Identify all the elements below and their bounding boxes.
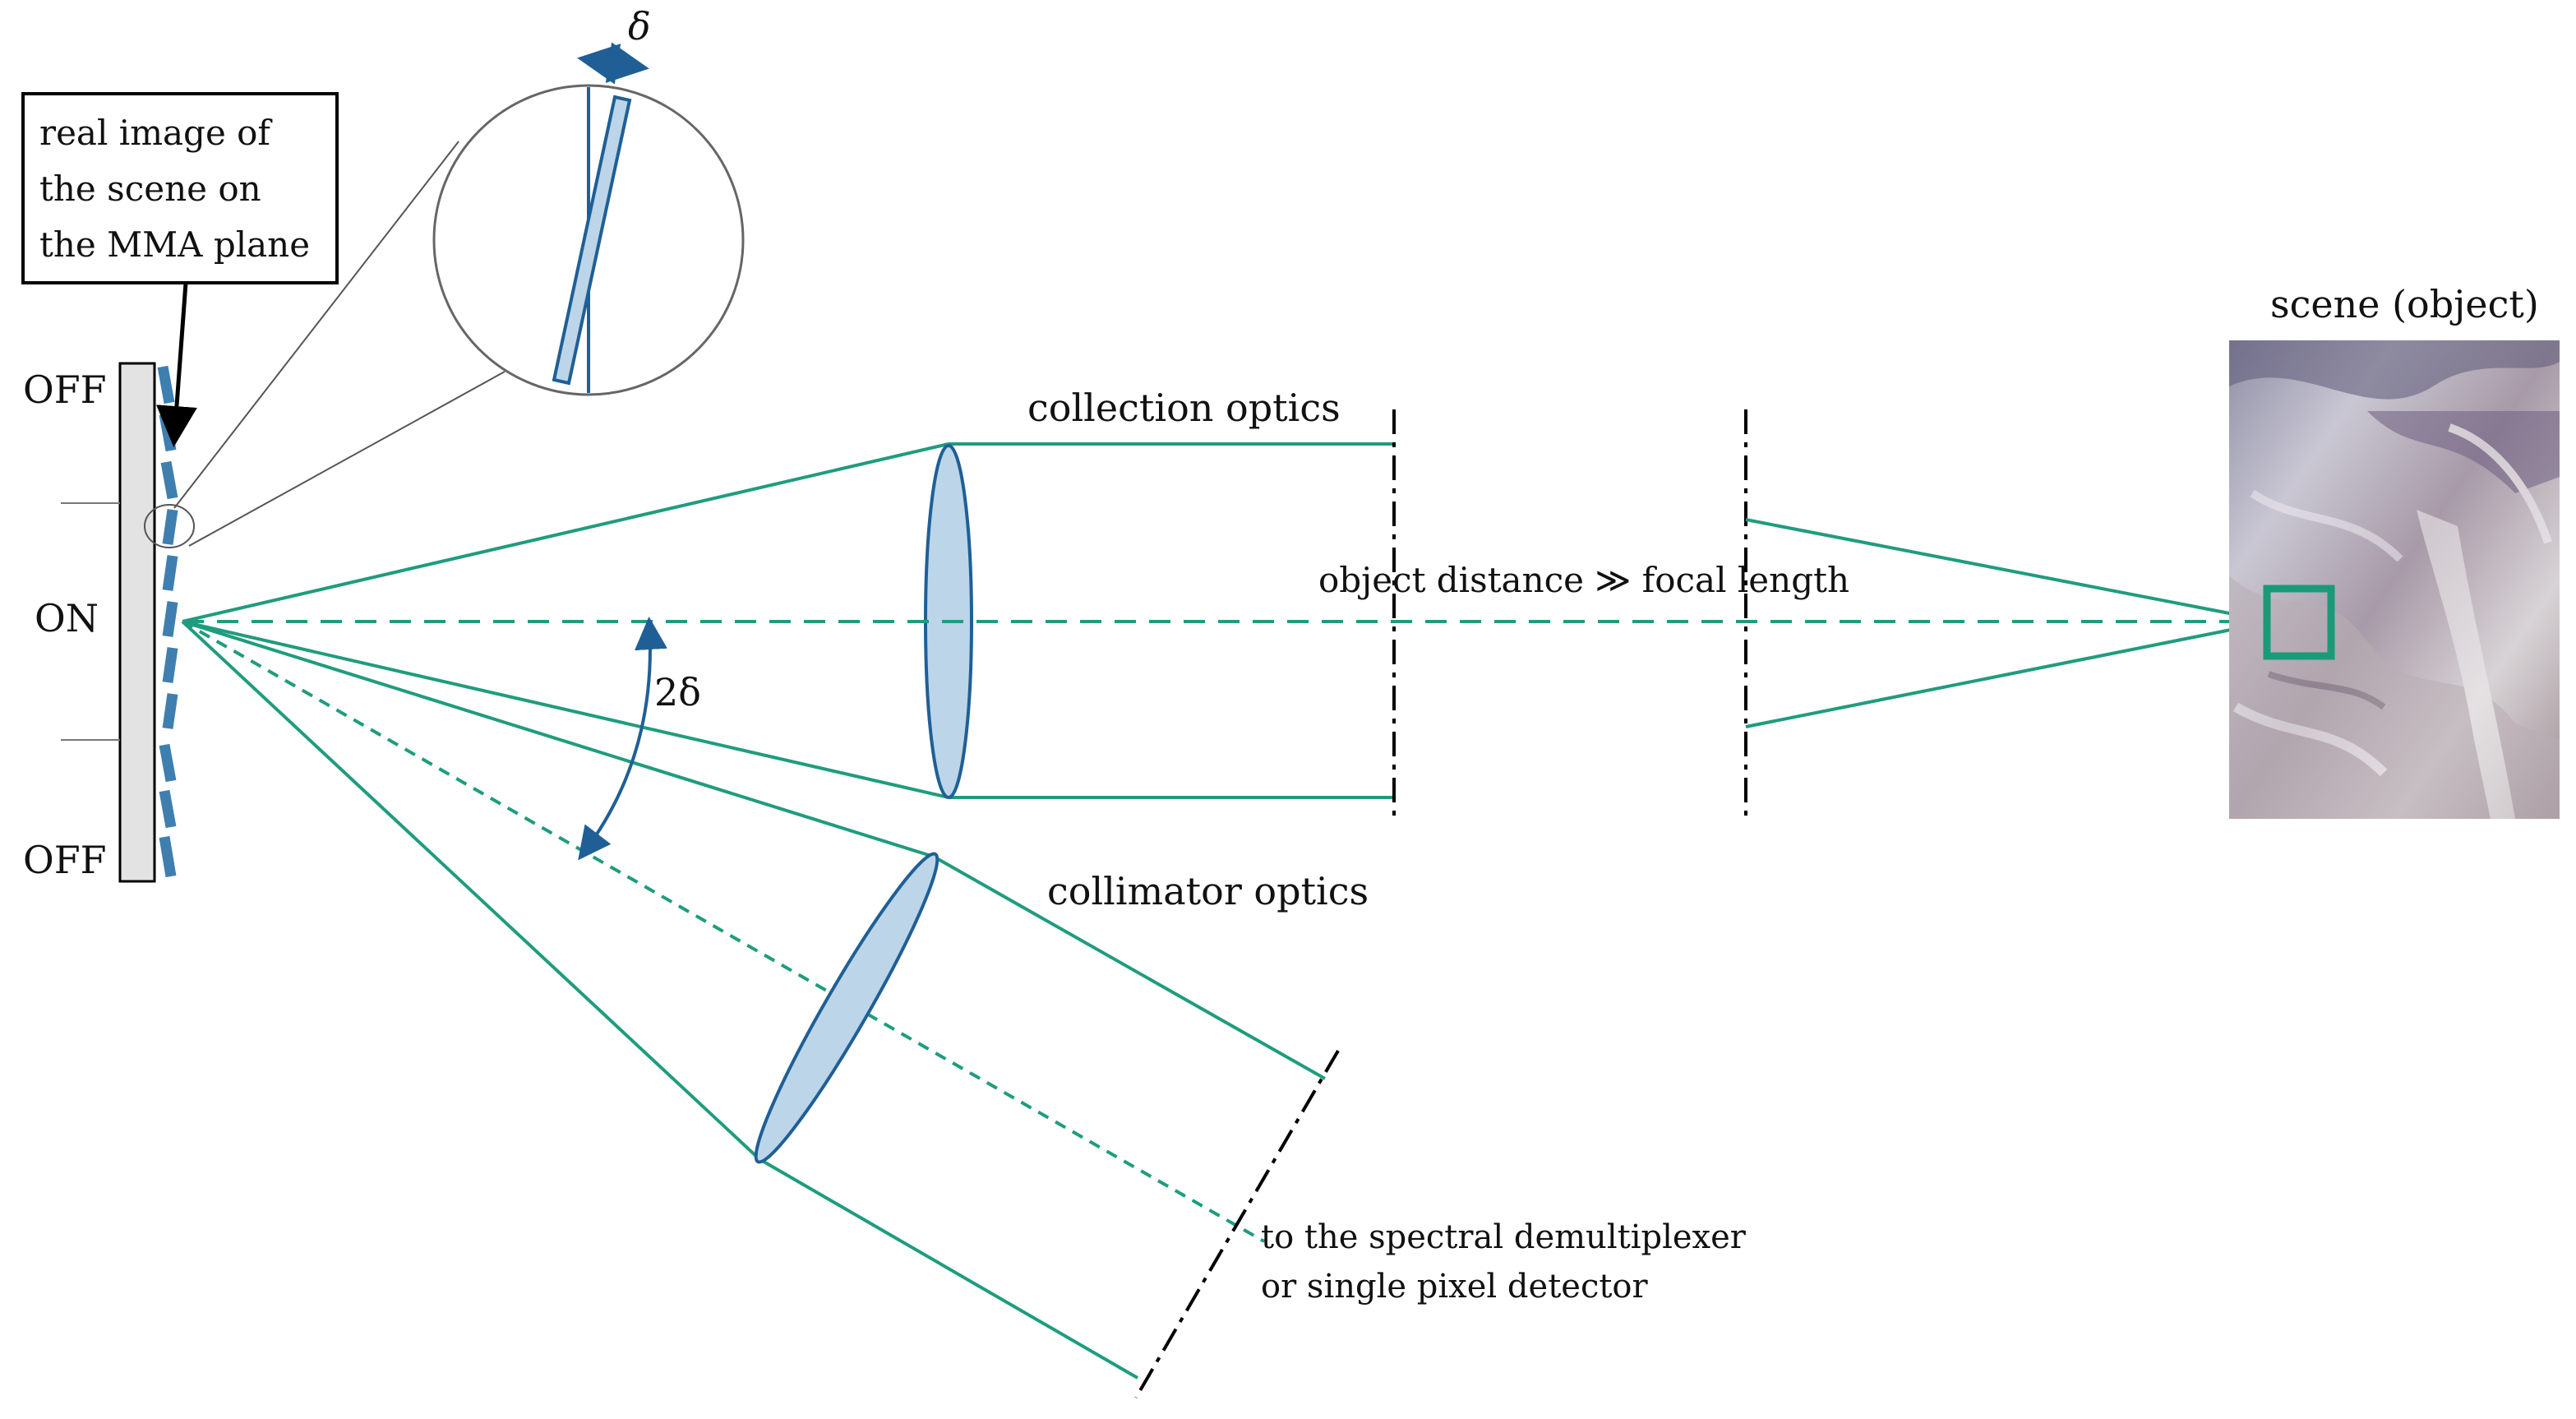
label-detector-2: or single pixel detector	[1261, 1268, 1649, 1306]
label-scene: scene (object)	[2270, 282, 2539, 326]
angle-arrow	[578, 617, 667, 861]
delta-arrow	[577, 42, 649, 85]
label-off-bottom: OFF	[23, 838, 107, 882]
label-collimator-optics: collimator optics	[1047, 869, 1369, 913]
collimator-beam	[181, 620, 1326, 1380]
callout-line-3: the MMA plane	[39, 224, 310, 265]
label-two-delta: 2δ	[654, 670, 701, 714]
mma-device	[61, 362, 195, 883]
callout-line-1: real image of	[39, 113, 273, 153]
label-collection-optics: collection optics	[1027, 386, 1341, 430]
collection-beam	[182, 442, 1394, 799]
callout-arrow	[156, 282, 197, 447]
label-object-distance: object distance ≫ focal length	[1318, 560, 1849, 600]
detector-plane	[1134, 1049, 1340, 1399]
callout-line-2: the scene on	[39, 169, 261, 209]
collimator-lens	[754, 852, 939, 1164]
collimator-axis	[182, 620, 1265, 1243]
magnifier-inset: δ	[173, 4, 745, 547]
scene-selection-box	[2263, 585, 2335, 660]
tilted-mirror	[552, 95, 632, 386]
mma-callout: real image of the scene on the MMA plane	[21, 92, 339, 447]
mma-substrate	[118, 362, 156, 883]
scene-beam	[1745, 518, 2273, 728]
label-detector-1: to the spectral demultiplexer	[1261, 1218, 1747, 1256]
label-on: ON	[35, 596, 99, 640]
micromirror-segments	[157, 365, 178, 878]
label-off-top: OFF	[23, 367, 107, 412]
callout-box	[21, 92, 339, 284]
scene-image	[2229, 340, 2560, 819]
label-delta: δ	[628, 4, 651, 49]
zoom-source-circle	[144, 504, 195, 548]
